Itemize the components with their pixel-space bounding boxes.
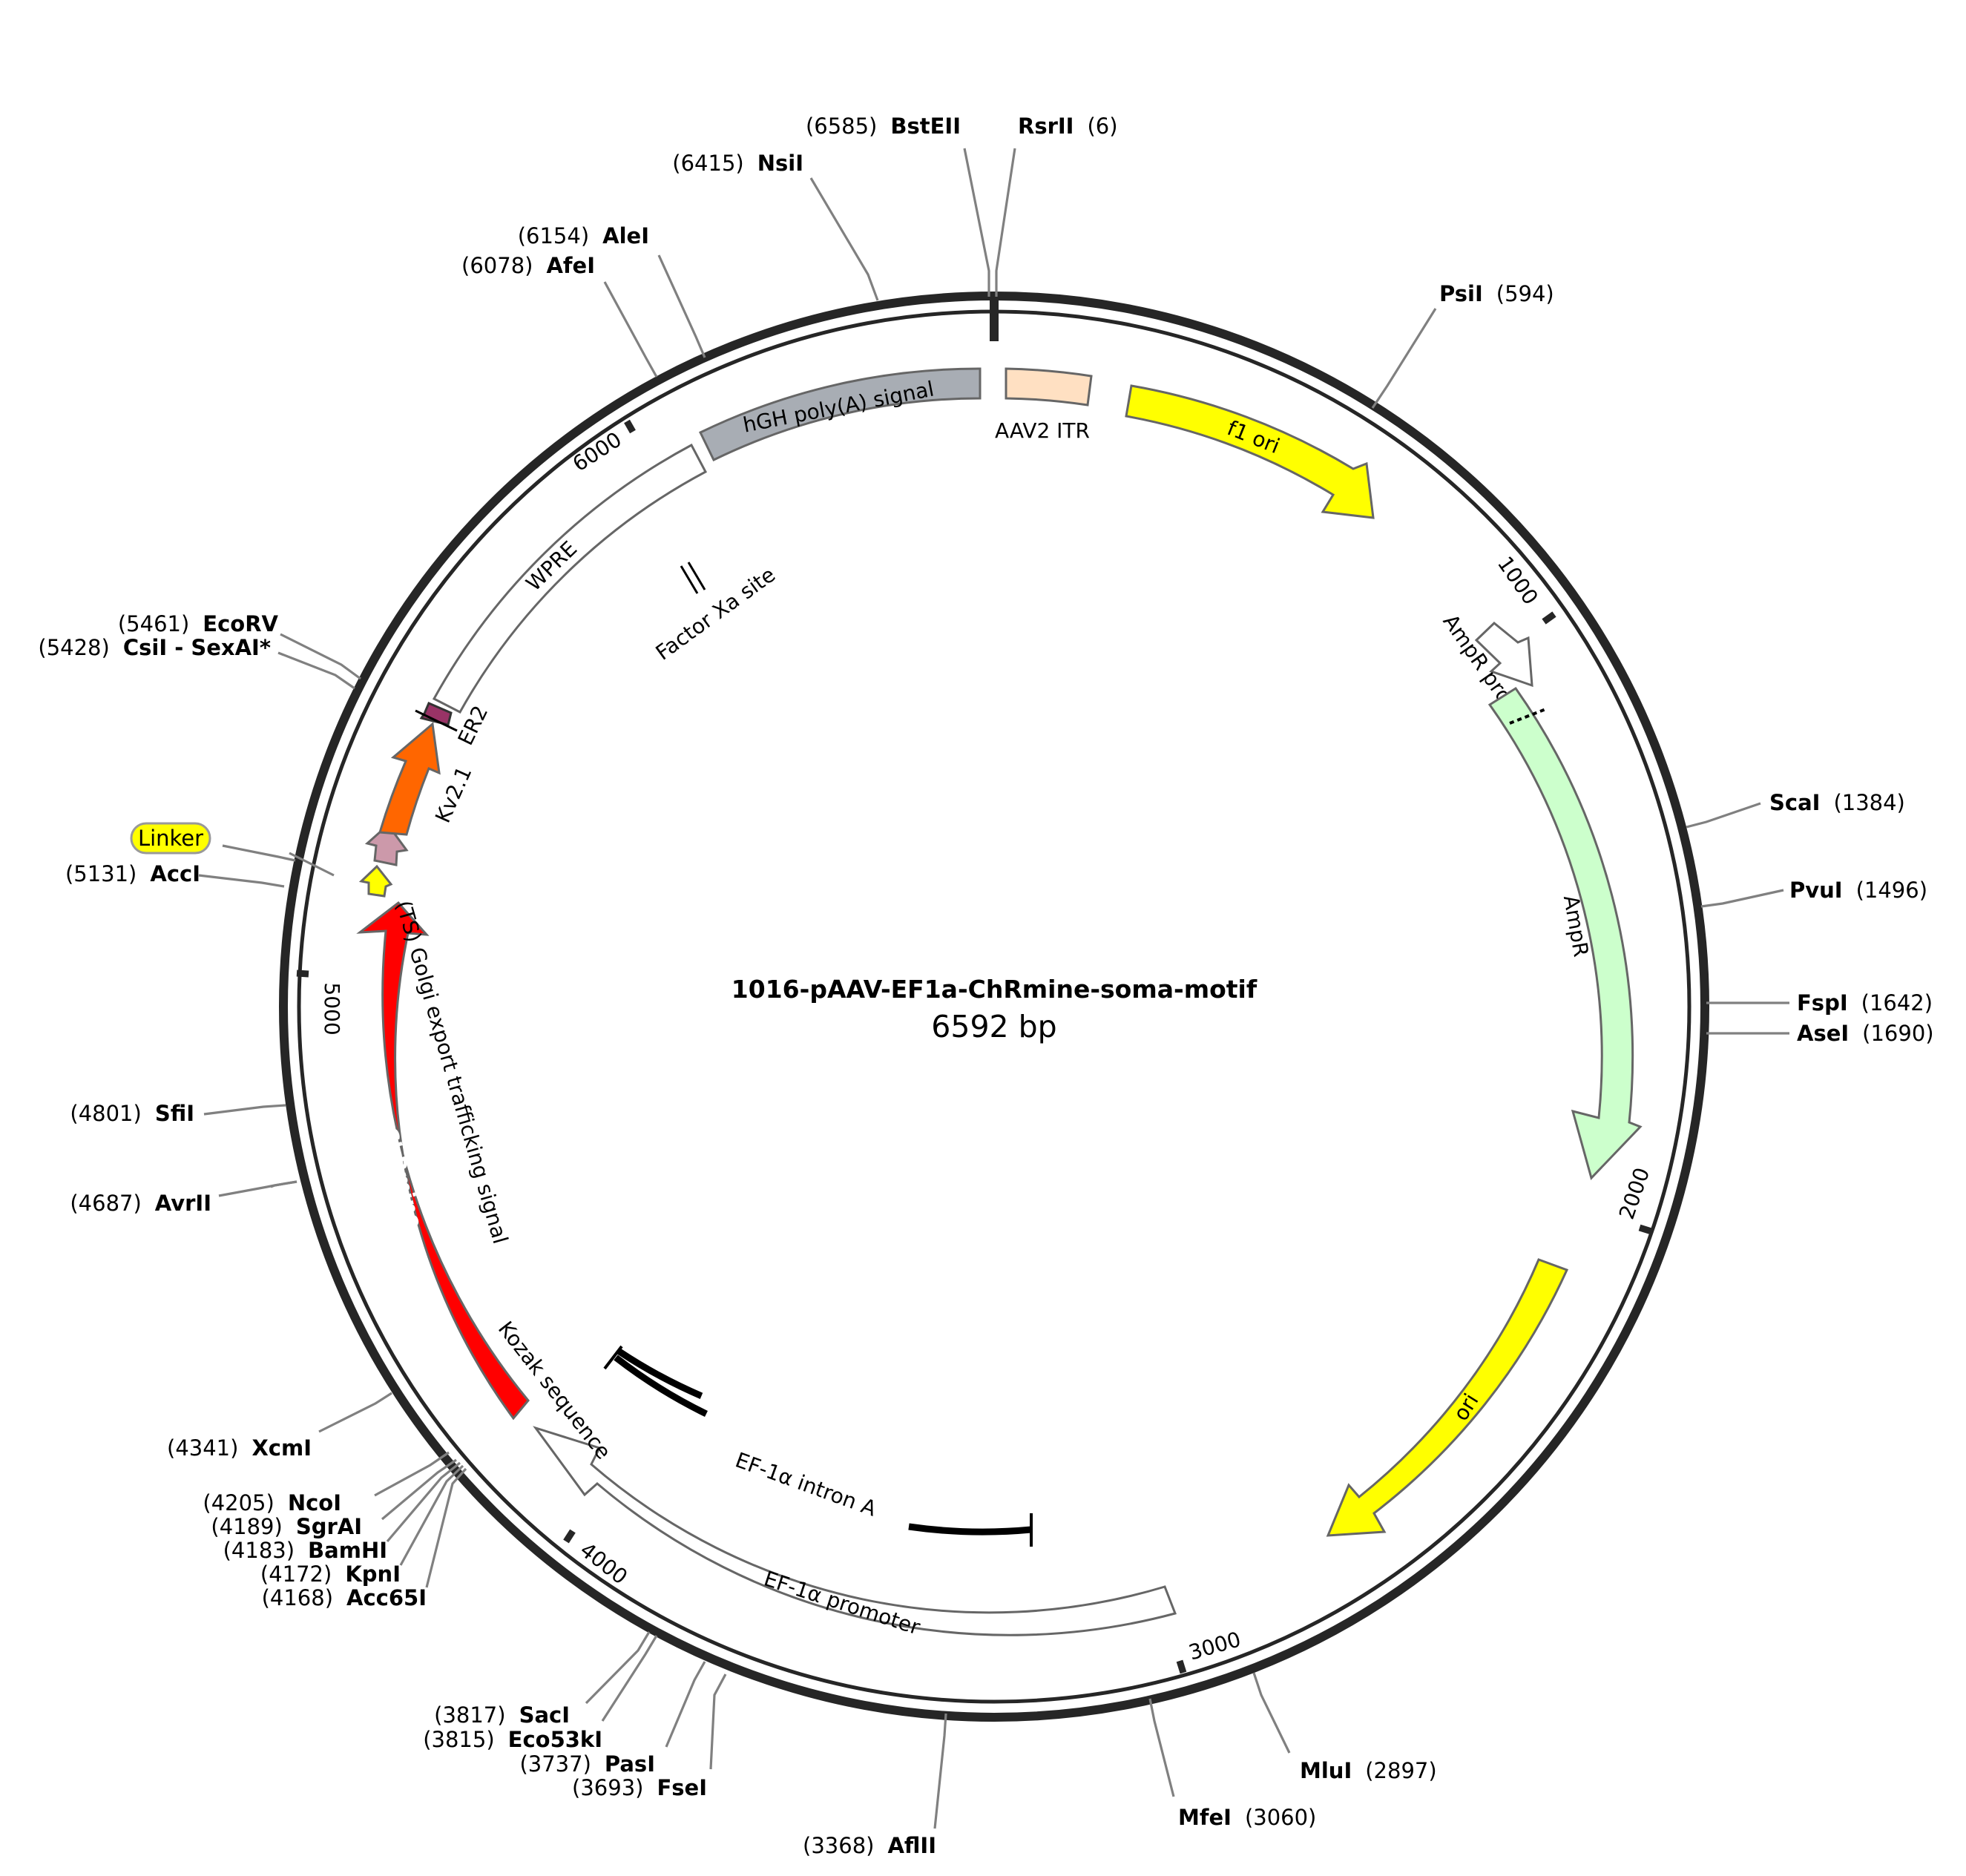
- feature-linker-arrow[interactable]: [358, 864, 393, 898]
- site-sgrai[interactable]: (4189)SgrAI: [211, 1514, 362, 1539]
- label-ef1a-intron: EF-1α intron A: [732, 1447, 880, 1521]
- site-mlui[interactable]: MluI(2897): [1300, 1758, 1437, 1783]
- site-xcmi[interactable]: (4341)XcmI: [167, 1435, 312, 1461]
- site-rsrii[interactable]: RsrII(6): [1018, 113, 1118, 139]
- feature-chrmine[interactable]: [356, 901, 530, 1421]
- features: AAV2 ITR f1 ori AmpR promoter AmpR ori E…: [356, 367, 1643, 1640]
- site-fspi[interactable]: FspI(1642): [1797, 990, 1933, 1016]
- feature-ampr[interactable]: [1487, 686, 1643, 1180]
- tick-mark-1000: [1542, 611, 1556, 625]
- tick-label-1000: 1000: [1493, 552, 1543, 609]
- label-aav2-itr: AAV2 ITR: [995, 418, 1090, 443]
- tick-mark-5000: [296, 970, 309, 978]
- site-nsii[interactable]: (6415)NsiI: [672, 151, 803, 176]
- linker-tag-label: Linker: [138, 826, 203, 851]
- site-labels: (6585)BstEII RsrII(6) (6415)NsiI (6154)A…: [38, 113, 1933, 1858]
- site-alei[interactable]: (6154)AleI: [518, 223, 649, 249]
- feature-ef1a-promoter[interactable]: [533, 1426, 1177, 1636]
- site-aflii[interactable]: (3368)AflII: [803, 1833, 936, 1858]
- feature-hgh-polya[interactable]: [698, 367, 982, 462]
- tick-label-5000: 5000: [320, 982, 344, 1035]
- site-ecorv[interactable]: (5461)EcoRV: [118, 611, 279, 636]
- site-leaders: [198, 148, 1789, 1829]
- feature-kv21[interactable]: [378, 722, 441, 836]
- feature-er2[interactable]: [419, 702, 453, 726]
- feature-ori[interactable]: [1326, 1258, 1569, 1537]
- tick-mark-6000: [624, 419, 636, 434]
- feature-f1-ori[interactable]: [1125, 384, 1375, 519]
- site-asei[interactable]: AseI(1690): [1797, 1021, 1934, 1046]
- site-bsteii[interactable]: (6585)BstEII: [806, 113, 961, 139]
- plasmid-name: 1016-pAAV-EF1a-ChRmine-soma-motif: [732, 975, 1257, 1004]
- site-kpni[interactable]: (4172)KpnI: [260, 1561, 401, 1587]
- site-saci[interactable]: (3817)SacI: [434, 1702, 570, 1728]
- site-pvui[interactable]: PvuI(1496): [1789, 878, 1927, 903]
- tick-mark-3000: [1176, 1659, 1187, 1674]
- feature-factor-xa[interactable]: [680, 562, 706, 594]
- linker-tag[interactable]: Linker: [130, 822, 211, 855]
- label-ef1a-promoter: EF-1α promoter: [761, 1566, 924, 1639]
- label-factor-xa: Factor Xa site: [651, 562, 780, 665]
- tick-mark-2000: [1638, 1224, 1653, 1235]
- site-scai[interactable]: ScaI(1384): [1769, 790, 1905, 815]
- backbone: [279, 292, 1709, 1722]
- site-ncoi[interactable]: (4205)NcoI: [203, 1490, 341, 1515]
- site-avrii[interactable]: (4687)AvrII: [70, 1191, 211, 1216]
- site-afei[interactable]: (6078)AfeI: [461, 253, 595, 278]
- tick-mark-4000: [563, 1529, 576, 1544]
- site-eco53ki[interactable]: (3815)Eco53kI: [423, 1727, 602, 1752]
- site-bamhi[interactable]: (4183)BamHI: [223, 1538, 387, 1563]
- feature-wpre[interactable]: [432, 443, 708, 714]
- origin-tick: [990, 297, 999, 341]
- site-psii[interactable]: PsiI(594): [1439, 281, 1554, 306]
- site-acci[interactable]: (5131)AccI: [65, 861, 200, 886]
- feature-ef1a-intron[interactable]: [603, 1345, 1033, 1547]
- feature-ampr-promoter[interactable]: [1474, 622, 1533, 688]
- plasmid-length: 6592 bp: [931, 1009, 1056, 1044]
- site-sfii[interactable]: (4801)SfiI: [70, 1101, 194, 1126]
- feature-kgc[interactable]: [364, 823, 409, 866]
- site-mfei[interactable]: MfeI(3060): [1178, 1805, 1316, 1830]
- site-csii-sexai[interactable]: (5428)CsiI - SexAI*: [38, 635, 271, 660]
- feature-aav2-itr[interactable]: [1005, 367, 1093, 407]
- label-chrmine: ChRmine: [377, 1125, 427, 1231]
- site-acc65i[interactable]: (4168)Acc65I: [262, 1585, 427, 1610]
- site-pasi[interactable]: (3737)PasI: [519, 1751, 655, 1777]
- site-fsei[interactable]: (3693)FseI: [572, 1775, 707, 1800]
- tick-label-2000: 2000: [1614, 1165, 1654, 1222]
